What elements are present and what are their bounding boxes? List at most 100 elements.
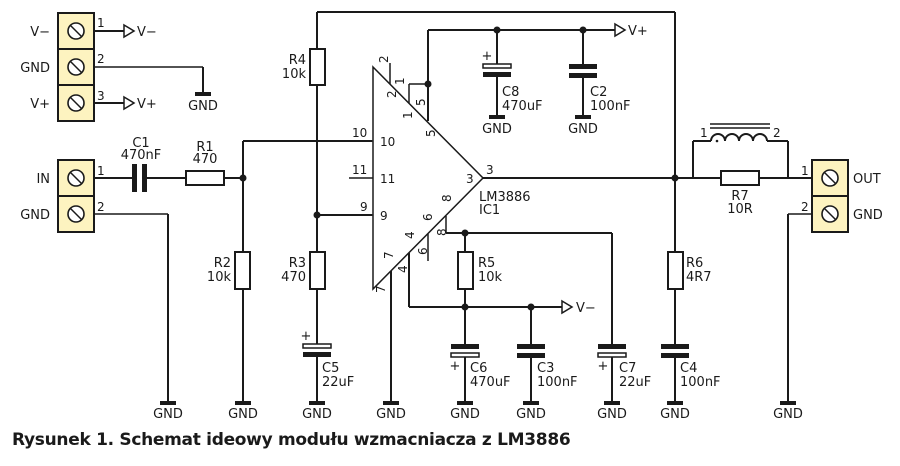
c6-value: 470uF xyxy=(470,375,511,390)
pin-number: 2 xyxy=(97,52,105,66)
pin-number: 8 xyxy=(435,228,449,236)
pin-number: 3 xyxy=(466,172,474,186)
polarity-plus: + xyxy=(450,359,461,374)
output-label-out: OUT xyxy=(853,172,881,187)
ground-icon xyxy=(780,401,796,405)
c7-value: 22uF xyxy=(619,375,651,390)
gnd-label: GND xyxy=(376,407,406,422)
r1-ref: R1 xyxy=(196,140,213,155)
c5-ref: C5 xyxy=(322,361,339,376)
r6-ref: R6 xyxy=(686,256,703,271)
pin-number: 3 xyxy=(97,89,105,103)
pin-number: 6 xyxy=(416,247,430,255)
input-label-in: IN xyxy=(36,172,50,187)
ic1-part: LM3886 xyxy=(479,190,531,205)
l1-pin2: 2 xyxy=(773,126,781,140)
screw-icon xyxy=(67,22,85,40)
figure-caption: Rysunek 1. Schemat ideowy modułu wzmacni… xyxy=(12,430,571,450)
net-label-vplus: V+ xyxy=(137,97,157,112)
net-label-vplus: V+ xyxy=(628,24,648,39)
ic1-ref: IC1 xyxy=(479,203,500,218)
c2-ref: C2 xyxy=(590,85,607,100)
screw-icon xyxy=(67,205,85,223)
c4-ref: C4 xyxy=(680,361,697,376)
pin-number: 4 xyxy=(396,265,410,273)
capacitor-c5 xyxy=(302,343,332,349)
capacitor-c6 xyxy=(451,344,479,349)
r1-value: 470 xyxy=(193,152,218,167)
pin-number: 9 xyxy=(360,200,368,214)
pin-number: 8 xyxy=(440,194,454,202)
ground-icon xyxy=(383,401,399,405)
r7-ref: R7 xyxy=(731,189,748,204)
gnd-label: GND xyxy=(450,407,480,422)
r4-ref: R4 xyxy=(289,53,306,68)
resistor-r6 xyxy=(667,251,684,290)
pin-number: 11 xyxy=(352,163,367,177)
net-flag-icon xyxy=(561,299,574,315)
pin-number: 5 xyxy=(424,129,438,137)
gnd-label: GND xyxy=(597,407,627,422)
c4-value: 100nF xyxy=(680,375,721,390)
screw-icon xyxy=(821,169,839,187)
c5-value: 22uF xyxy=(322,375,354,390)
resistor-r3 xyxy=(309,251,326,290)
capacitor-c7 xyxy=(598,344,626,349)
ground-icon xyxy=(457,401,473,405)
pin-number: 7 xyxy=(374,285,388,293)
r5-value: 10k xyxy=(478,270,503,285)
screw-icon xyxy=(821,205,839,223)
resistor-r7 xyxy=(720,170,760,186)
polarity-plus: + xyxy=(598,359,609,374)
gnd-label: GND xyxy=(188,99,218,114)
ground-icon xyxy=(235,401,251,405)
capacitor-c8 xyxy=(482,63,512,69)
l1-pin1: 1 xyxy=(700,126,708,140)
output-terminal-block xyxy=(811,159,849,233)
c1-value: 470nF xyxy=(121,148,162,163)
screw-icon xyxy=(67,169,85,187)
r7-value: 10R xyxy=(727,202,753,217)
gnd-label: GND xyxy=(516,407,546,422)
junction-dot xyxy=(671,174,679,182)
pin-number: 2 xyxy=(377,55,391,63)
r6-value: 4R7 xyxy=(686,270,712,285)
pin-number: 3 xyxy=(486,163,494,177)
output-label-gnd: GND xyxy=(853,208,883,223)
c8-value: 470uF xyxy=(502,99,543,114)
pin-number: 1 xyxy=(401,111,415,119)
pin-number: 1 xyxy=(801,164,809,178)
ground-icon xyxy=(309,401,325,405)
pin-number: 5 xyxy=(414,98,428,106)
gnd-label: GND xyxy=(153,407,183,422)
pin-number: 9 xyxy=(380,209,388,223)
c7-ref: C7 xyxy=(619,361,636,376)
resistor-r2 xyxy=(234,251,251,290)
ground-icon xyxy=(523,401,539,405)
power-label-vminus: V− xyxy=(30,25,50,40)
ground-icon xyxy=(160,401,176,405)
r2-ref: R2 xyxy=(214,256,231,271)
power-terminal-block xyxy=(57,12,95,122)
resistor-r4 xyxy=(309,48,326,86)
pin-number: 1 xyxy=(97,164,105,178)
power-label-vplus: V+ xyxy=(30,97,50,112)
screw-icon xyxy=(67,58,85,76)
pin-number: 10 xyxy=(352,126,367,140)
c2-value: 100nF xyxy=(590,99,631,114)
pin-number: 7 xyxy=(382,251,396,259)
c6-ref: C6 xyxy=(470,361,487,376)
r5-ref: R5 xyxy=(478,256,495,271)
ground-icon xyxy=(667,401,683,405)
r3-ref: R3 xyxy=(289,256,306,271)
c3-ref: C3 xyxy=(537,361,554,376)
pin-number: 6 xyxy=(421,213,435,221)
capacitor-c4 xyxy=(661,344,689,349)
gnd-label: GND xyxy=(482,122,512,137)
gnd-label: GND xyxy=(568,122,598,137)
net-flag-icon xyxy=(123,23,136,39)
input-label-gnd: GND xyxy=(20,208,50,223)
gnd-label: GND xyxy=(660,407,690,422)
input-terminal-block xyxy=(57,159,95,233)
gnd-label: GND xyxy=(302,407,332,422)
